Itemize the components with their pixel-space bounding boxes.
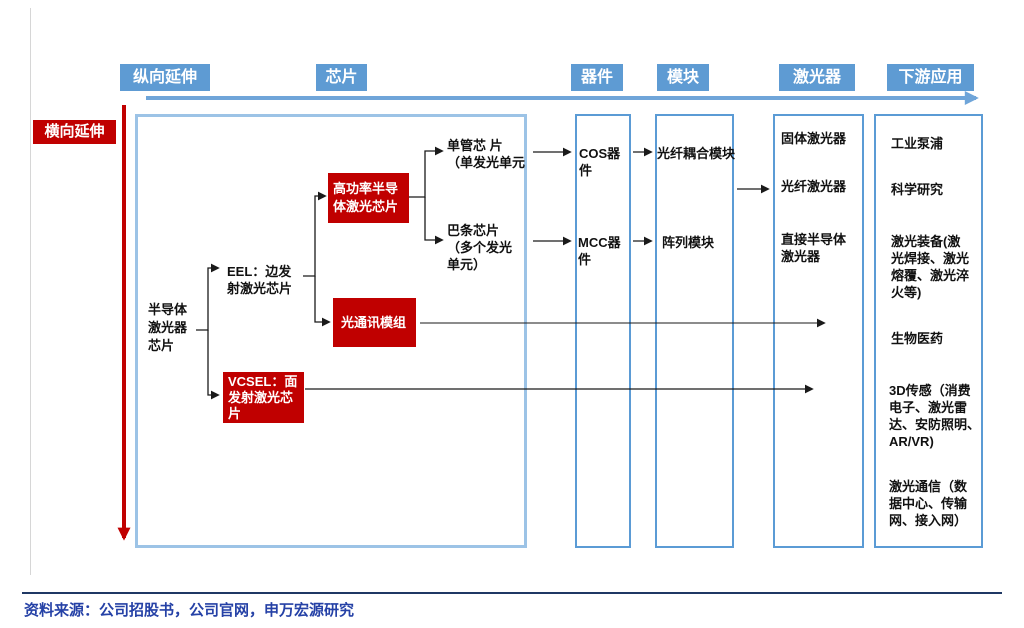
node-vcsel-surface-emitting: VCSEL：面 发射激光芯 片 <box>223 372 304 423</box>
laser-column-box <box>773 114 864 548</box>
device-column-box <box>575 114 631 548</box>
left-margin-line <box>30 8 31 575</box>
downstream-column-box <box>874 114 983 548</box>
header-laser: 激光器 <box>779 64 855 91</box>
node-solid-state-laser: 固体激光器 <box>781 131 847 146</box>
module-column-box <box>655 114 734 548</box>
header-longitudinal-extension: 纵向延伸 <box>120 64 210 91</box>
node-array-module: 阵列模块 <box>662 235 715 250</box>
node-bar-chip: 巴条芯片 （多个发光 单元） <box>447 223 513 272</box>
header-device: 器件 <box>571 64 623 91</box>
node-eel-edge-emitting: EEL：边发 射激光芯片 <box>227 264 293 296</box>
header-module: 模块 <box>657 64 709 91</box>
node-3d-sensing: 3D传感（消费 电子、激光雷 达、安防照明、 AR/VR) <box>889 383 981 449</box>
node-fiber-coupled-module: 光纤耦合模块 <box>657 146 736 161</box>
node-scientific-research: 科学研究 <box>891 182 944 197</box>
node-laser-communication: 激光通信（数 据中心、传输 网、接入网） <box>889 479 968 528</box>
node-industrial-pumping: 工业泵浦 <box>891 136 944 151</box>
data-source-note: 资料来源：公司招股书，公司官网，申万宏源研究 <box>24 602 355 619</box>
label-horizontal-extension: 横向延伸 <box>33 120 116 144</box>
node-mcc-device: MCC器件 <box>578 235 621 267</box>
node-laser-equipment: 激光装备(激 光焊接、激光 熔覆、激光淬 火等) <box>891 234 970 300</box>
node-single-emitter-chip: 单管芯 片 （单发光单元 <box>447 138 526 170</box>
header-chip: 芯片 <box>316 64 367 91</box>
node-semiconductor-laser-chip: 半导体 激光器 芯片 <box>148 302 188 353</box>
node-optical-communication-module: 光通讯模组 <box>333 298 416 347</box>
node-direct-semiconductor-laser: 直接半导体 激光器 <box>781 232 847 264</box>
node-high-power-semiconductor-laser-chip: 高功率半导 体激光芯片 <box>328 173 409 223</box>
node-cos-device: COS器件 <box>579 146 621 178</box>
node-biomedicine: 生物医药 <box>891 331 944 346</box>
header-downstream-application: 下游应用 <box>887 64 974 91</box>
footer-divider-line <box>22 592 1002 594</box>
node-fiber-laser: 光纤激光器 <box>781 179 847 194</box>
